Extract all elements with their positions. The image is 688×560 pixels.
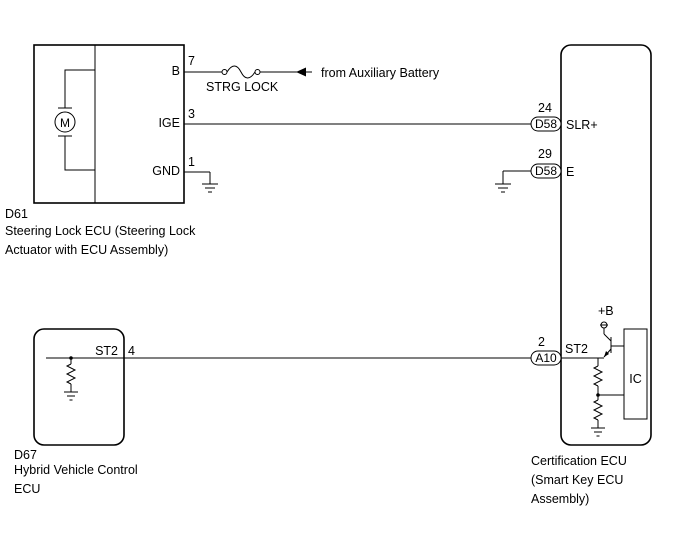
gnd-wire — [184, 171, 218, 193]
e-ground — [495, 170, 531, 193]
pin-name-st2-cert: ST2 — [565, 342, 588, 356]
certification-ecu: 24 D58 SLR+ 29 D58 E 2 A10 ST2 +B — [495, 44, 652, 506]
connector-label-d58-2: D58 — [535, 164, 557, 178]
hybrid-ecu-name-line1: Hybrid Vehicle Control — [14, 463, 138, 477]
certification-internal-circuit: +B IC — [561, 304, 648, 437]
connector-d58-slr — [530, 116, 562, 132]
ic-block — [623, 328, 648, 420]
pin-num-3: 3 — [188, 107, 195, 121]
resistor-icon — [592, 365, 604, 387]
motor-icon: M — [54, 69, 95, 171]
hybrid-vehicle-ecu: ST2 D67 Hybrid Vehicle Control ECU — [14, 328, 138, 496]
hybrid-ecu-name-line2: ECU — [14, 482, 40, 496]
pin-num-1: 1 — [188, 155, 195, 169]
resistor-icon — [592, 399, 604, 421]
connector-label-a10: A10 — [535, 351, 557, 365]
pin-num-2: 2 — [538, 335, 545, 349]
pin-name-st2-hv: ST2 — [95, 344, 118, 358]
motor-label: M — [60, 116, 70, 130]
supply-label: +B — [598, 304, 614, 318]
hybrid-ecu-code: D67 — [14, 448, 37, 462]
steering-lock-ecu-name-line2: Actuator with ECU Assembly) — [5, 243, 168, 257]
steering-lock-ecu-code: D61 — [5, 207, 28, 221]
pin-num-7: 7 — [188, 54, 195, 68]
fuse-icon — [221, 65, 261, 79]
certification-ecu-name-line3: Assembly) — [531, 492, 589, 506]
pin-num-4: 4 — [128, 344, 135, 358]
ground-icon — [64, 391, 78, 401]
pin-name-gnd: GND — [152, 164, 180, 178]
fuse-label: STRG LOCK — [206, 80, 279, 94]
connector-label-d58-1: D58 — [535, 117, 557, 131]
pin-name-ige: IGE — [158, 116, 180, 130]
arrow-icon — [296, 67, 306, 77]
pin-name-slr: SLR+ — [566, 118, 598, 132]
pin-num-29: 29 — [538, 147, 552, 161]
ground-icon — [495, 183, 511, 193]
transistor-arrow-icon — [604, 351, 609, 357]
battery-wire: STRG LOCK from Auxiliary Battery — [184, 65, 440, 94]
battery-source-label: from Auxiliary Battery — [321, 66, 440, 80]
steering-lock-ecu: M B IGE GND D61 Steering Lock ECU (Steer… — [5, 44, 196, 257]
steering-lock-ecu-name-line1: Steering Lock ECU (Steering Lock — [5, 224, 196, 238]
ic-label: IC — [629, 372, 642, 386]
certification-ecu-name-line1: Certification ECU — [531, 454, 627, 468]
ground-icon — [591, 427, 605, 437]
pin-name-b: B — [172, 64, 180, 78]
pin-num-24: 24 — [538, 101, 552, 115]
certification-ecu-name-line2: (Smart Key ECU — [531, 473, 623, 487]
pin-name-e: E — [566, 165, 574, 179]
resistor-icon — [65, 363, 77, 385]
ground-icon — [202, 183, 218, 193]
